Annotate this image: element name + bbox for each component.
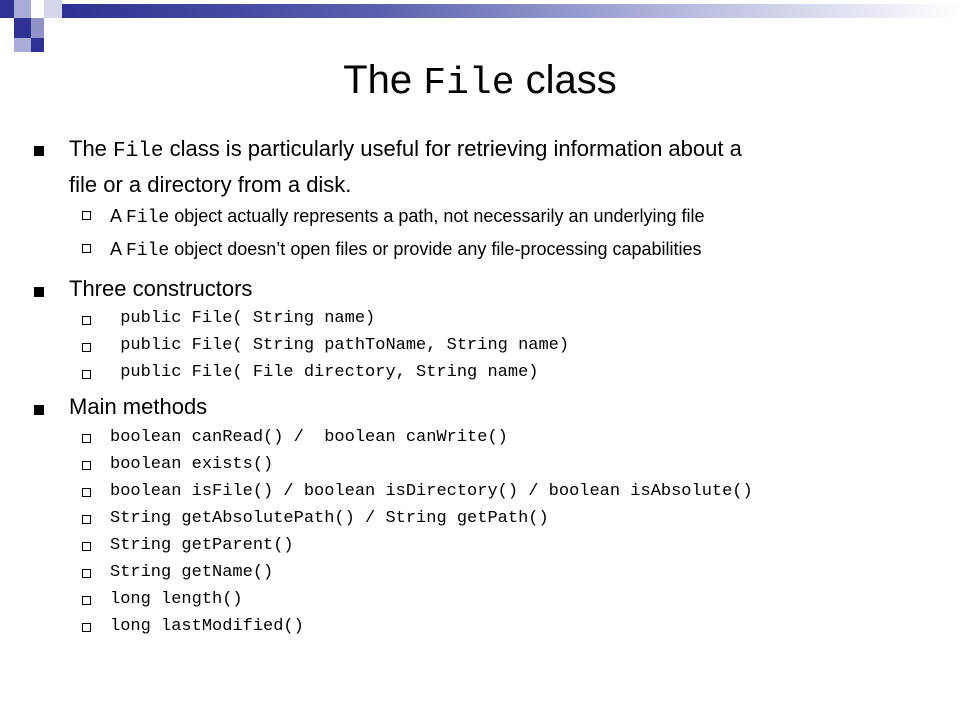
hollow-square-bullet-icon [82, 542, 91, 551]
method-item: String getParent() [110, 536, 294, 555]
corner-square-dark [31, 38, 44, 52]
slide-title: The File class [0, 54, 960, 110]
hollow-square-bullet-icon [82, 461, 91, 470]
title-suffix: class [514, 58, 617, 102]
intro-code: File [113, 140, 164, 163]
corner-square-light [14, 38, 31, 52]
bullet-square-icon [34, 146, 44, 156]
subpoint-code: File [126, 241, 170, 261]
corner-square-dark [0, 0, 14, 18]
corner-square-light [14, 0, 31, 18]
intro-line1-rest: class is particularly useful for retriev… [163, 136, 742, 161]
subpoint-rest: object actually represents a path, not n… [169, 206, 705, 226]
intro-prefix: The [69, 136, 114, 161]
intro-line-1: The File class is particularly useful fo… [69, 132, 909, 168]
corner-square-dark [14, 18, 31, 38]
intro-text: The File class is particularly useful fo… [69, 132, 909, 201]
corner-square-white [0, 18, 14, 38]
method-item: long length() [110, 590, 243, 609]
hollow-square-bullet-icon [82, 434, 91, 443]
subpoint-prefix: A [110, 206, 127, 226]
method-item: String getName() [110, 563, 274, 582]
header-gradient-bar [62, 4, 960, 18]
hollow-square-bullet-icon [82, 596, 91, 605]
method-item: long lastModified() [110, 617, 304, 636]
methods-heading: Main methods [69, 394, 208, 419]
hollow-square-bullet-icon [82, 370, 91, 379]
hollow-square-bullet-icon [82, 244, 91, 253]
title-code: File [423, 62, 515, 105]
constructor-item: public File( String name) [110, 309, 376, 328]
subpoint-code: File [126, 208, 170, 228]
hollow-square-bullet-icon [82, 343, 91, 352]
hollow-square-bullet-icon [82, 211, 91, 220]
hollow-square-bullet-icon [82, 515, 91, 524]
subpoint-prefix: A [110, 239, 127, 259]
title-prefix: The [343, 58, 424, 102]
method-item: boolean isFile() / boolean isDirectory()… [110, 482, 753, 501]
method-item: boolean canRead() / boolean canWrite() [110, 428, 508, 447]
bullet-square-icon [34, 405, 44, 415]
corner-square-white [31, 0, 44, 18]
subpoint-rest: object doesn’t open files or provide any… [169, 239, 702, 259]
hollow-square-bullet-icon [82, 316, 91, 325]
corner-square-pale [44, 0, 62, 18]
intro-subpoint: A File object actually represents a path… [110, 204, 705, 230]
method-item: boolean exists() [110, 455, 274, 474]
bullet-square-icon [34, 287, 44, 297]
intro-subpoint: A File object doesn’t open files or prov… [110, 237, 702, 263]
constructor-item: public File( File directory, String name… [110, 363, 539, 382]
method-item: String getAbsolutePath() / String getPat… [110, 509, 549, 528]
hollow-square-bullet-icon [82, 488, 91, 497]
corner-square-mid [31, 18, 44, 38]
hollow-square-bullet-icon [82, 623, 91, 632]
hollow-square-bullet-icon [82, 569, 91, 578]
intro-line-2: file or a directory from a disk. [69, 172, 352, 197]
constructors-heading: Three constructors [69, 276, 253, 301]
constructor-item: public File( String pathToName, String n… [110, 336, 570, 355]
